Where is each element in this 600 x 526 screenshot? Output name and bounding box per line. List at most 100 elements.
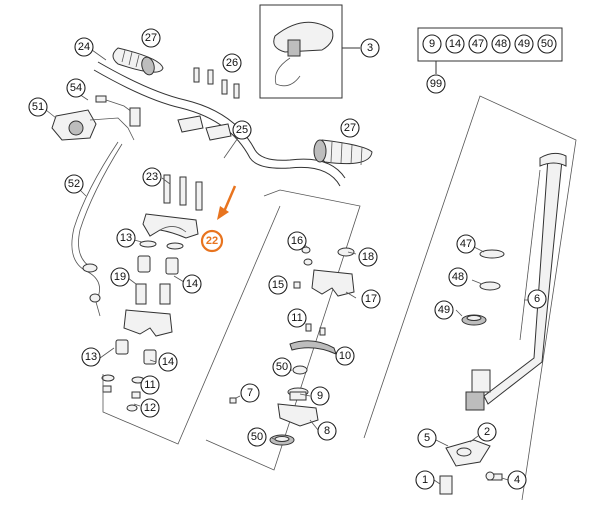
callout-23: 23 — [142, 167, 162, 187]
callout-11-left: 11 — [140, 375, 160, 395]
callout-50-upper: 50 — [272, 357, 292, 377]
bearings — [461, 249, 505, 326]
callout-49: 49 — [434, 300, 454, 320]
highlight-arrow — [217, 185, 237, 220]
kit-callout-49: 49 — [514, 34, 534, 54]
svg-text:25: 25 — [236, 124, 248, 136]
callout-3: 3 — [360, 38, 380, 58]
svg-text:4: 4 — [514, 474, 520, 486]
svg-text:9: 9 — [317, 390, 323, 402]
kit-box — [417, 27, 563, 74]
callout-24: 24 — [74, 37, 94, 57]
right-panel-outline — [363, 95, 577, 501]
callout-2: 2 — [477, 422, 497, 442]
svg-text:27: 27 — [344, 122, 356, 134]
callout-12: 12 — [140, 398, 160, 418]
svg-text:13: 13 — [85, 351, 97, 363]
svg-text:15: 15 — [272, 279, 284, 291]
callout-48: 48 — [448, 267, 468, 287]
svg-text:14: 14 — [449, 38, 461, 50]
callout-52: 52 — [64, 174, 84, 194]
switch-assembly — [51, 95, 141, 317]
cover-box — [259, 4, 360, 99]
callout-7: 7 — [240, 383, 260, 403]
svg-text:48: 48 — [495, 38, 507, 50]
long-bolts — [163, 174, 203, 211]
svg-text:48: 48 — [452, 271, 464, 283]
svg-text:13: 13 — [120, 232, 132, 244]
kit-callout-50: 50 — [537, 34, 557, 54]
kit-callout-99: 99 — [426, 74, 446, 94]
handlebar — [93, 61, 346, 187]
svg-text:14: 14 — [162, 356, 174, 368]
callout-14-upper: 14 — [182, 274, 202, 294]
svg-text:99: 99 — [430, 78, 442, 90]
callout-22-highlighted: 22 — [200, 229, 224, 253]
riser-block — [123, 309, 173, 337]
svg-text:51: 51 — [32, 101, 44, 113]
svg-text:12: 12 — [144, 402, 156, 414]
left-panel-outline — [102, 205, 281, 445]
svg-text:24: 24 — [78, 41, 90, 53]
kit-callout-9: 9 — [422, 34, 442, 54]
callout-51: 51 — [28, 97, 48, 117]
svg-text:6: 6 — [534, 293, 540, 305]
callout-15: 15 — [268, 275, 288, 295]
callout-1: 1 — [415, 470, 435, 490]
svg-text:9: 9 — [429, 38, 435, 50]
callout-54: 54 — [66, 78, 86, 98]
svg-text:14: 14 — [186, 278, 198, 290]
svg-text:50: 50 — [276, 361, 288, 373]
svg-text:54: 54 — [70, 82, 82, 94]
svg-text:16: 16 — [291, 235, 303, 247]
svg-text:3: 3 — [367, 42, 373, 54]
callout-27-right: 27 — [340, 118, 360, 138]
callout-27-left: 27 — [141, 28, 161, 48]
callout-5: 5 — [417, 428, 437, 448]
callout-25: 25 — [232, 120, 252, 140]
lower-fasteners — [439, 439, 503, 495]
callout-10: 10 — [335, 346, 355, 366]
svg-text:11: 11 — [144, 379, 155, 391]
svg-text:49: 49 — [438, 304, 450, 316]
middle-parts — [229, 246, 355, 446]
bolts-top — [193, 67, 240, 99]
svg-text:2: 2 — [484, 426, 490, 438]
svg-text:8: 8 — [324, 425, 330, 437]
callout-6: 6 — [527, 289, 547, 309]
lower-clamp — [142, 213, 199, 239]
svg-text:47: 47 — [472, 38, 484, 50]
steering-stem — [465, 152, 567, 411]
callout-9: 9 — [310, 386, 330, 406]
svg-text:7: 7 — [247, 387, 253, 399]
callout-4: 4 — [507, 470, 527, 490]
svg-text:5: 5 — [424, 432, 430, 444]
callout-8: 8 — [317, 421, 337, 441]
callout-18: 18 — [358, 247, 378, 267]
grip-right — [313, 139, 373, 166]
svg-text:1: 1 — [422, 474, 428, 486]
svg-text:10: 10 — [339, 350, 351, 362]
kit-callout-48: 48 — [491, 34, 511, 54]
svg-text:47: 47 — [460, 238, 472, 250]
svg-text:19: 19 — [114, 271, 126, 283]
svg-text:52: 52 — [68, 178, 80, 190]
svg-text:49: 49 — [518, 38, 530, 50]
kit-callout-47: 47 — [468, 34, 488, 54]
bushings-upper — [135, 240, 184, 305]
svg-text:18: 18 — [362, 251, 374, 263]
callout-16: 16 — [287, 231, 307, 251]
svg-text:27: 27 — [145, 32, 157, 44]
callout-11-middle: 11 — [287, 308, 307, 328]
handlebar-clamps-top — [177, 115, 232, 141]
svg-text:50: 50 — [541, 38, 553, 50]
callout-17: 17 — [361, 289, 381, 309]
svg-text:22: 22 — [206, 235, 218, 247]
kit-callout-14: 14 — [445, 34, 465, 54]
callout-19: 19 — [110, 267, 130, 287]
callout-14-lower: 14 — [158, 352, 178, 372]
grip-left — [112, 47, 164, 76]
callout-47: 47 — [456, 234, 476, 254]
svg-text:26: 26 — [226, 57, 238, 69]
